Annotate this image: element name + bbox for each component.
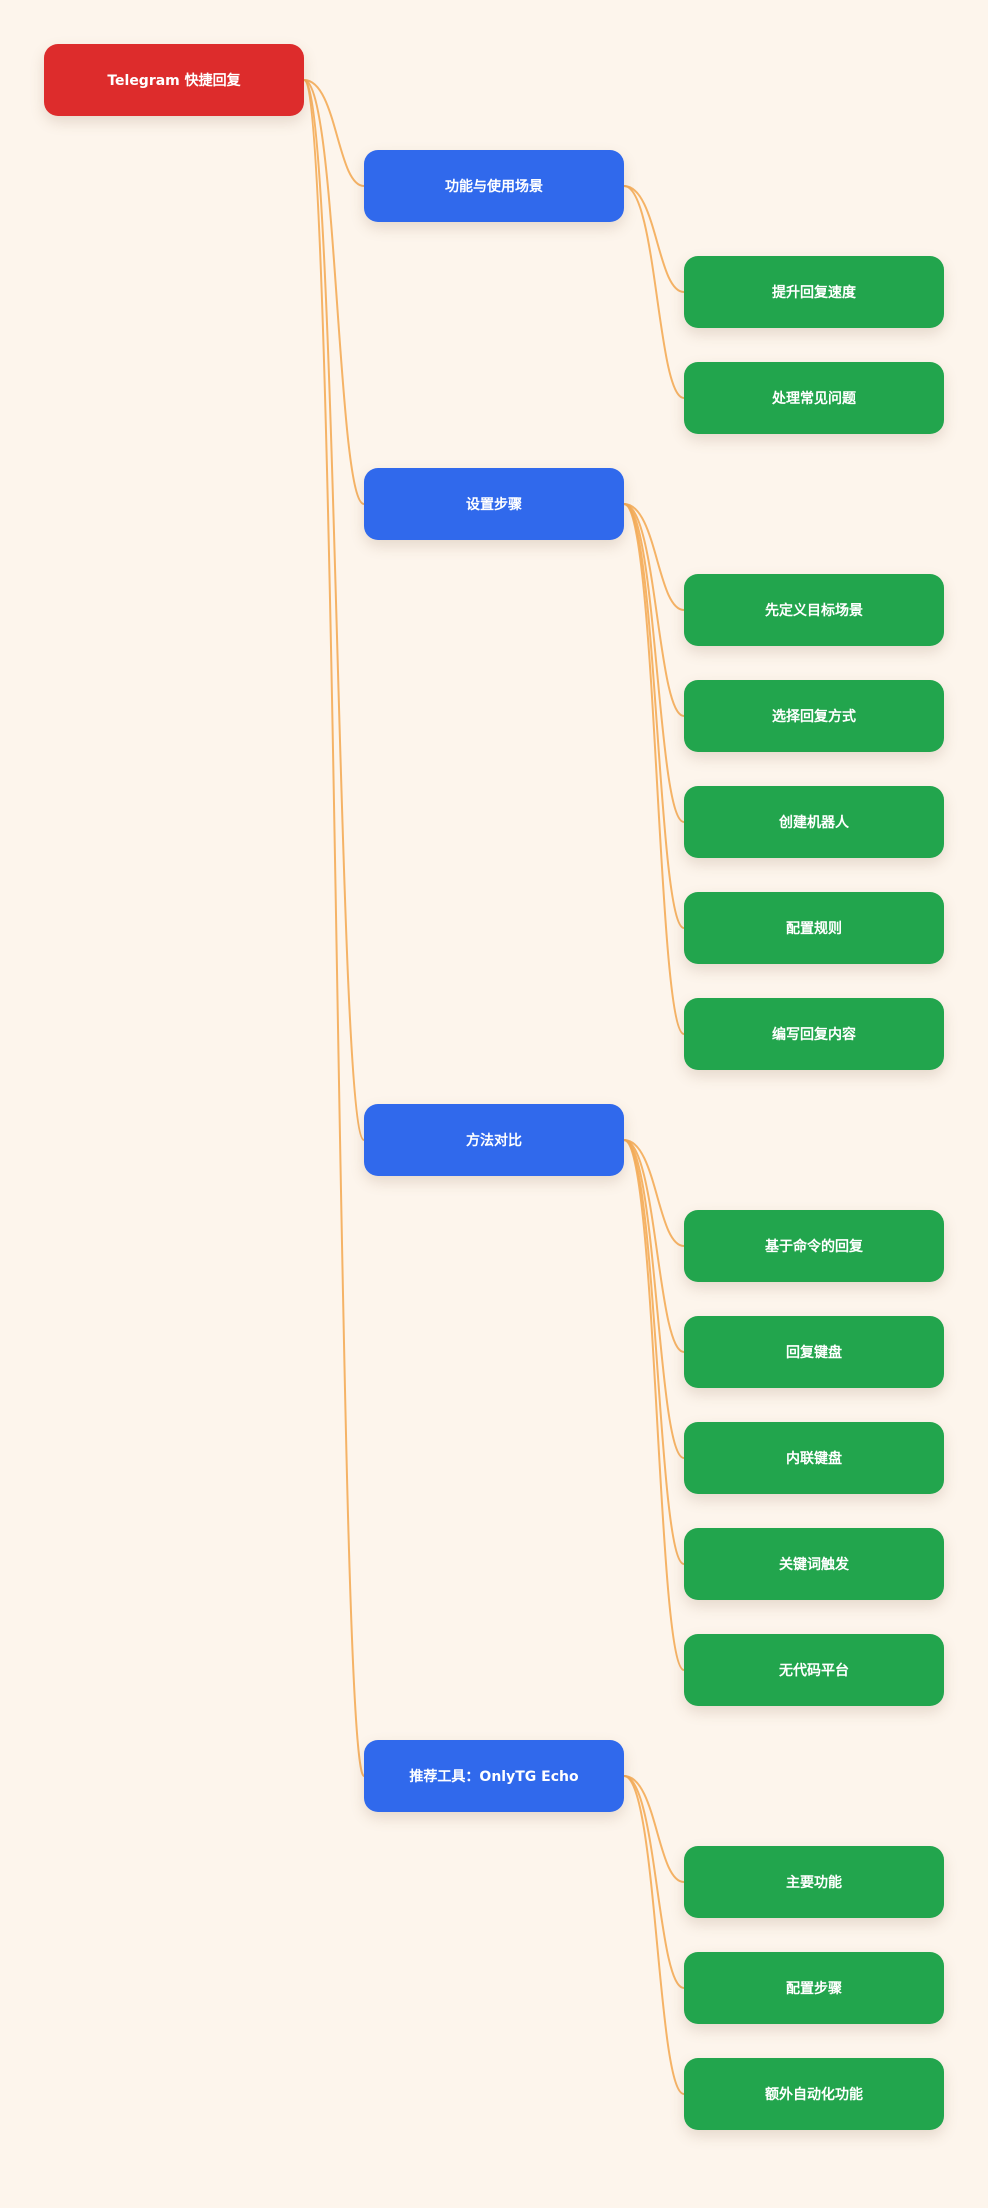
leaf-node[interactable]: 回复键盘 xyxy=(684,1316,944,1388)
leaf-node[interactable]: 内联键盘 xyxy=(684,1422,944,1494)
leaf-node[interactable]: 主要功能 xyxy=(684,1846,944,1918)
branch-node[interactable]: 推荐工具：OnlyTG Echo xyxy=(364,1740,624,1812)
leaf-node[interactable]: 编写回复内容 xyxy=(684,998,944,1070)
leaf-node[interactable]: 关键词触发 xyxy=(684,1528,944,1600)
root-node[interactable]: Telegram 快捷回复 xyxy=(44,44,304,116)
branch-node[interactable]: 功能与使用场景 xyxy=(364,150,624,222)
leaf-node[interactable]: 无代码平台 xyxy=(684,1634,944,1706)
leaf-node[interactable]: 处理常见问题 xyxy=(684,362,944,434)
leaf-node[interactable]: 先定义目标场景 xyxy=(684,574,944,646)
branch-node[interactable]: 设置步骤 xyxy=(364,468,624,540)
leaf-node[interactable]: 创建机器人 xyxy=(684,786,944,858)
leaf-node[interactable]: 额外自动化功能 xyxy=(684,2058,944,2130)
leaf-node[interactable]: 基于命令的回复 xyxy=(684,1210,944,1282)
leaf-node[interactable]: 配置步骤 xyxy=(684,1952,944,2024)
leaf-node[interactable]: 选择回复方式 xyxy=(684,680,944,752)
branch-node[interactable]: 方法对比 xyxy=(364,1104,624,1176)
leaf-node[interactable]: 配置规则 xyxy=(684,892,944,964)
leaf-node[interactable]: 提升回复速度 xyxy=(684,256,944,328)
